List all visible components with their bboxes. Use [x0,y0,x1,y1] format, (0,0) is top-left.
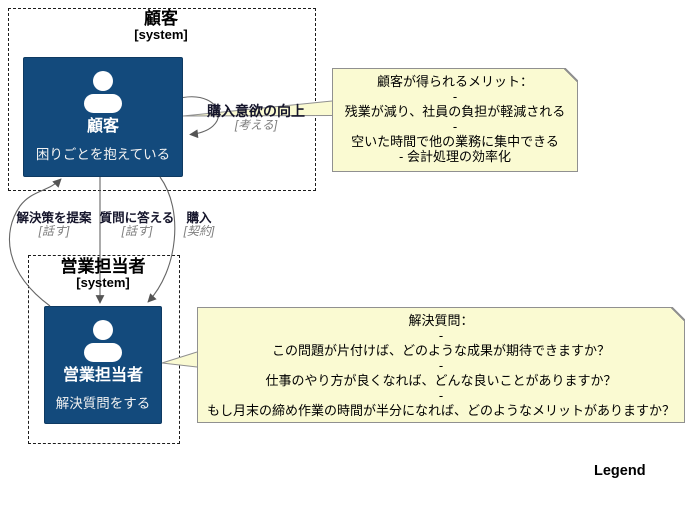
arrow-label: 質問に答える [99,211,175,225]
arrow-mode: [話す] [121,224,153,238]
boundary-title-customer: 顧客 [144,9,178,28]
label-propose: 解決策を提案 [話す] [16,211,92,238]
boundary-title-sales: 営業担当者 [60,257,146,276]
actor-customer: 顧客 困りごとを抱えている [23,57,183,177]
note-line: - [438,388,444,403]
arrow-label: 解決策を提案 [16,211,92,225]
boundary-subtitle-customer: [system] [134,27,188,42]
actor-name: 営業担当者 [62,367,143,384]
note-line: この問題が片付けば、どのような成果が期待できますか？ [271,343,610,358]
boundary-subtitle-sales: [system] [76,275,130,290]
note-line: - [438,328,444,343]
note-fold-icon [564,68,578,82]
arrow-mode: [契約] [183,224,215,238]
note-line: もし月末の締め作業の時間が半分になれば、どのようなメリットがありますか？ [206,403,675,418]
note-line: 仕事のやり方が良くなれば、どんな良いことがありますか？ [265,373,617,388]
actor-description: 困りごとを抱えている [35,147,171,162]
actor-name: 顧客 [86,118,119,135]
note-fold-icon [671,307,685,321]
system-boundary-sales [28,255,180,444]
label-answer: 質問に答える [話す] [99,211,175,238]
arrow-mode: [考える] [234,118,278,132]
label-self-loop: 購入意欲の向上 [考える] [198,104,314,132]
note-line: 顧客が得られるメリット： [376,74,533,89]
note-line: - [452,89,458,104]
note-line: 残業が減り、社員の負担が軽減される [344,104,566,119]
actor-sales: 営業担当者 解決質問をする [44,306,162,424]
note-solution-questions: 解決質問： - この問題が片付けば、どのような成果が期待できますか？ - 仕事の… [197,307,685,423]
note-line: - 会計処理の効率化 [399,149,511,164]
note-line: - [452,119,458,134]
legend-caption: Legend [594,463,646,479]
note-customer-benefits: 顧客が得られるメリット： - 残業が減り、社員の負担が軽減される - 空いた時間… [332,68,578,172]
note-line: - [438,358,444,373]
arrow-label: 購入 [186,211,212,225]
arrow-mode: [話す] [38,224,70,238]
note-line: 解決質問： [408,313,474,328]
note-line: 空いた時間で他の業務に集中できる [351,134,559,149]
person-icon [84,71,122,113]
person-icon [84,320,122,362]
arrow-label: 購入意欲の向上 [207,103,305,119]
label-purchase: 購入 [契約] [178,211,220,238]
actor-description: 解決質問をする [55,396,151,411]
